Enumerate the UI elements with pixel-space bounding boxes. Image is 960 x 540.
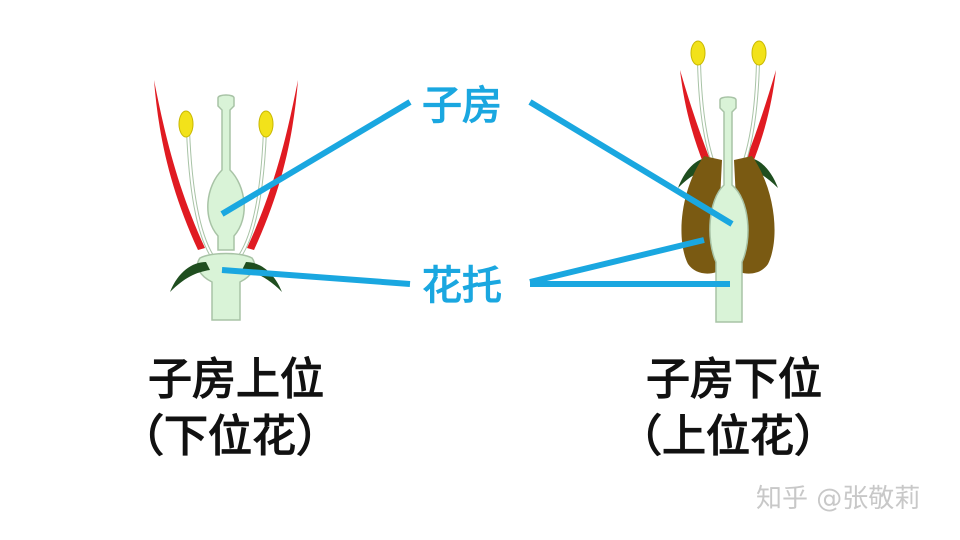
right-anther-right — [751, 40, 767, 66]
pointer-lines — [220, 99, 734, 287]
right-anther-left — [690, 40, 706, 66]
receptacle-label: 花托 — [422, 263, 502, 309]
ovary-pointer-left — [220, 99, 412, 217]
left-filament-right-inner — [239, 129, 266, 257]
left-flower — [154, 80, 298, 321]
right-pistil — [709, 96, 749, 323]
left-caption-line1: 子房上位 — [148, 354, 324, 405]
receptacle-pointer-left — [221, 267, 411, 287]
left-anther-right — [258, 110, 274, 138]
right-caption-line2: （上位花） — [618, 411, 838, 462]
right-filament-right-inner — [744, 61, 759, 161]
left-anther-left — [178, 110, 194, 138]
left-filament-left-inner — [187, 129, 213, 257]
left-pistil — [207, 94, 245, 251]
left-caption-line2: （下位花） — [120, 411, 340, 462]
receptacle-pointer-right-upper — [529, 237, 705, 285]
right-caption-line1: 子房下位 — [646, 354, 822, 405]
watermark: 知乎 @张敬莉 — [756, 484, 921, 514]
left-petal-left — [154, 80, 205, 250]
right-filament-left-inner — [698, 61, 713, 161]
ovary-pointer-right — [528, 99, 734, 227]
right-petal-left — [680, 70, 711, 165]
right-flower — [678, 40, 778, 323]
left-sepal-left — [170, 262, 210, 292]
ovary-label: 子房 — [422, 83, 502, 129]
